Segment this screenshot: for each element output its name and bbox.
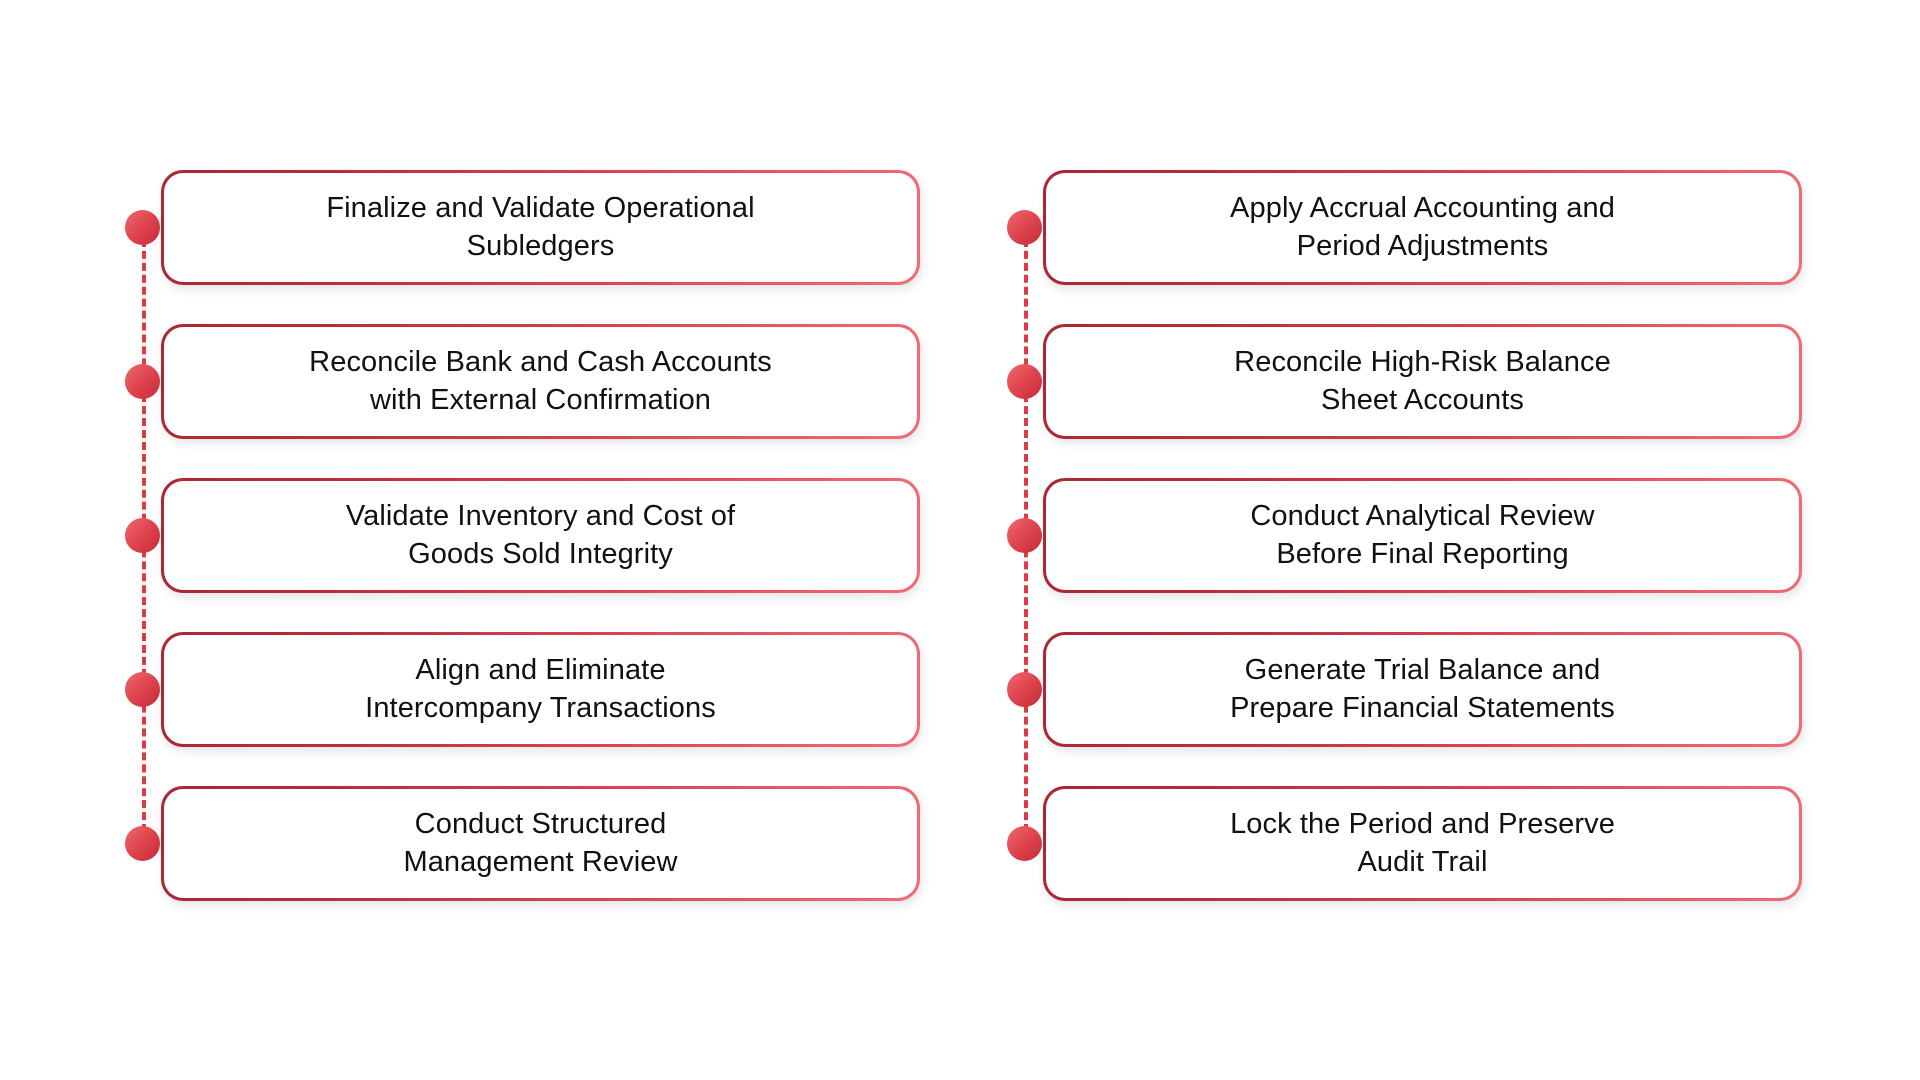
step-card[interactable]: Lock the Period and Preserve Audit Trail [1043,786,1802,901]
step-card[interactable]: Reconcile Bank and Cash Accounts with Ex… [161,324,920,439]
step-row: Reconcile Bank and Cash Accounts with Ex… [125,324,920,439]
step-row: Validate Inventory and Cost of Goods Sol… [125,478,920,593]
step-label: Validate Inventory and Cost of Goods Sol… [345,500,736,570]
step-label: Conduct Structured Management Review [403,808,678,878]
step-label: Generate Trial Balance and Prepare Finan… [1230,654,1615,724]
step-label: Apply Accrual Accounting and Period Adju… [1230,192,1615,262]
step-row: Conduct Structured Management Review [125,786,920,901]
step-card[interactable]: Finalize and Validate Operational Subled… [161,170,920,285]
step-label: Finalize and Validate Operational Subled… [326,192,755,262]
step-row: Finalize and Validate Operational Subled… [125,170,920,285]
step-row: Generate Trial Balance and Prepare Finan… [1007,632,1802,747]
step-label: Reconcile Bank and Cash Accounts with Ex… [309,346,772,416]
step-row: Lock the Period and Preserve Audit Trail [1007,786,1802,901]
right-column: Apply Accrual Accounting and Period Adju… [1007,170,1802,901]
step-card[interactable]: Conduct Structured Management Review [161,786,920,901]
step-card[interactable]: Conduct Analytical Review Before Final R… [1043,478,1802,593]
step-row: Align and Eliminate Intercompany Transac… [125,632,920,747]
step-row: Apply Accrual Accounting and Period Adju… [1007,170,1802,285]
step-card[interactable]: Validate Inventory and Cost of Goods Sol… [161,478,920,593]
left-column: Finalize and Validate Operational Subled… [125,170,920,901]
step-label: Lock the Period and Preserve Audit Trail [1230,808,1615,878]
step-row: Conduct Analytical Review Before Final R… [1007,478,1802,593]
step-row: Reconcile High-Risk Balance Sheet Accoun… [1007,324,1802,439]
step-label: Reconcile High-Risk Balance Sheet Accoun… [1234,346,1611,416]
step-card[interactable]: Generate Trial Balance and Prepare Finan… [1043,632,1802,747]
step-label: Conduct Analytical Review Before Final R… [1250,500,1595,570]
step-card[interactable]: Apply Accrual Accounting and Period Adju… [1043,170,1802,285]
step-label: Align and Eliminate Intercompany Transac… [365,654,716,724]
step-card[interactable]: Align and Eliminate Intercompany Transac… [161,632,920,747]
step-card[interactable]: Reconcile High-Risk Balance Sheet Accoun… [1043,324,1802,439]
